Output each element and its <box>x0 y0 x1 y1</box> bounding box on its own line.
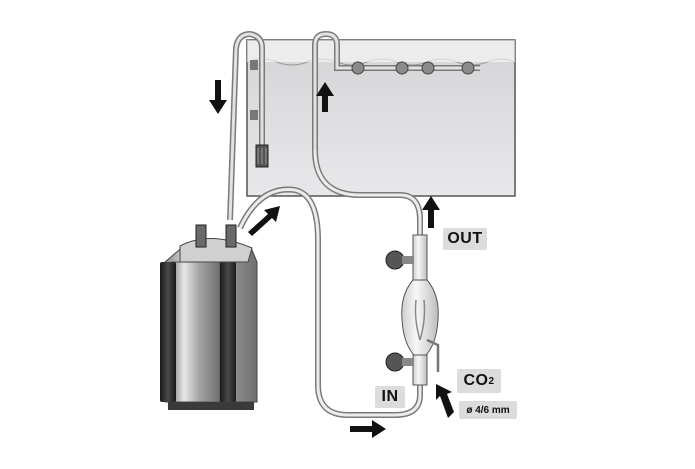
suction-cup-arm-bottom <box>402 358 414 366</box>
in-label-text: IN <box>381 388 399 405</box>
arrow-right-bottom <box>350 420 386 438</box>
hose-to-reactor-inner <box>238 187 422 417</box>
reactor-bottom-tube <box>412 354 428 386</box>
filter-outlet-connector <box>225 224 237 248</box>
arrow-co2-in <box>436 384 454 418</box>
arrow-down-intake <box>209 80 227 114</box>
spray-nozzle-2 <box>395 61 409 75</box>
filter-side-handle-right <box>220 262 236 402</box>
outlet-pipe-inner <box>313 32 480 150</box>
filter-front-panel <box>171 261 221 403</box>
suction-cup-top <box>385 250 405 270</box>
arrow-up-return <box>422 196 440 228</box>
filter-side-handle-left <box>160 262 176 402</box>
spray-nozzle-4 <box>461 61 475 75</box>
out-label-text: OUT <box>447 230 483 247</box>
aquarium-tank <box>246 39 516 197</box>
reactor-spiral <box>414 299 421 341</box>
tank-body <box>246 39 516 197</box>
spray-bar-outlet <box>312 30 480 150</box>
arrow-up-outlet <box>316 82 334 112</box>
canister-filter <box>160 224 258 410</box>
co2-subscript: 2 <box>488 375 495 387</box>
arrow-diagonal-filter <box>248 206 280 236</box>
reactor-chamber <box>401 279 439 361</box>
reactor-top-tube <box>412 234 428 286</box>
hose-to-reactor-outer <box>237 186 423 418</box>
out-label: OUT <box>443 228 487 250</box>
reactor-spiral <box>419 299 426 341</box>
return-hose <box>237 149 423 418</box>
co2-inlet-nozzle <box>426 338 440 372</box>
filter-base <box>168 402 254 410</box>
hose-reactor-to-tank-inner <box>313 149 422 240</box>
filter-intake-connector <box>195 224 207 248</box>
suction-cup-bottom <box>385 352 405 372</box>
flow-arrows <box>209 80 454 438</box>
tube-size-label: ø 4/6 mm <box>459 401 517 419</box>
filter-lid <box>179 237 253 263</box>
in-label: IN <box>375 386 405 408</box>
spray-nozzle-1 <box>351 61 365 75</box>
spray-nozzle-3 <box>421 61 435 75</box>
intake-pipe-inner <box>228 32 264 221</box>
tube-size-text: ø 4/6 mm <box>466 404 510 416</box>
suction-cup-clip <box>250 110 258 120</box>
suction-cup-arm-top <box>402 256 414 264</box>
suction-cup-clip <box>250 60 258 70</box>
co2-label-text: CO <box>463 372 489 389</box>
co2-reactor <box>385 234 440 386</box>
intake-pipe <box>227 30 269 221</box>
tank-air-gap <box>247 40 515 62</box>
